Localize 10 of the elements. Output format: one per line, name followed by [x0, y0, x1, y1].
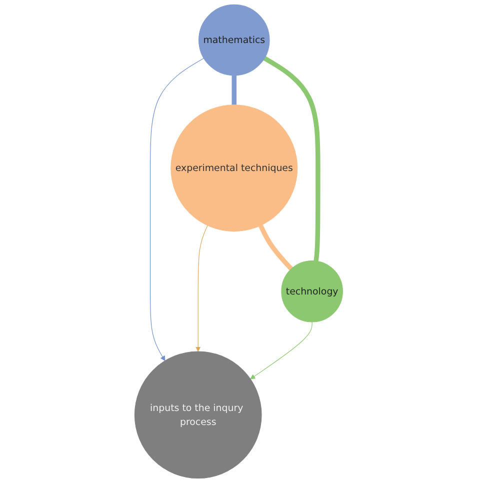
arrow: [150, 58, 204, 362]
node-circle: inputs to the inqury process: [134, 351, 262, 479]
node-circle: experimental techniques: [170, 104, 298, 232]
connector: [258, 224, 293, 270]
arrow: [250, 322, 312, 380]
connector: [232, 75, 236, 105]
node-circle: mathematics: [198, 4, 270, 76]
connector: [263, 56, 320, 262]
arrow: [195, 225, 208, 352]
node-circle: technology: [280, 260, 343, 322]
